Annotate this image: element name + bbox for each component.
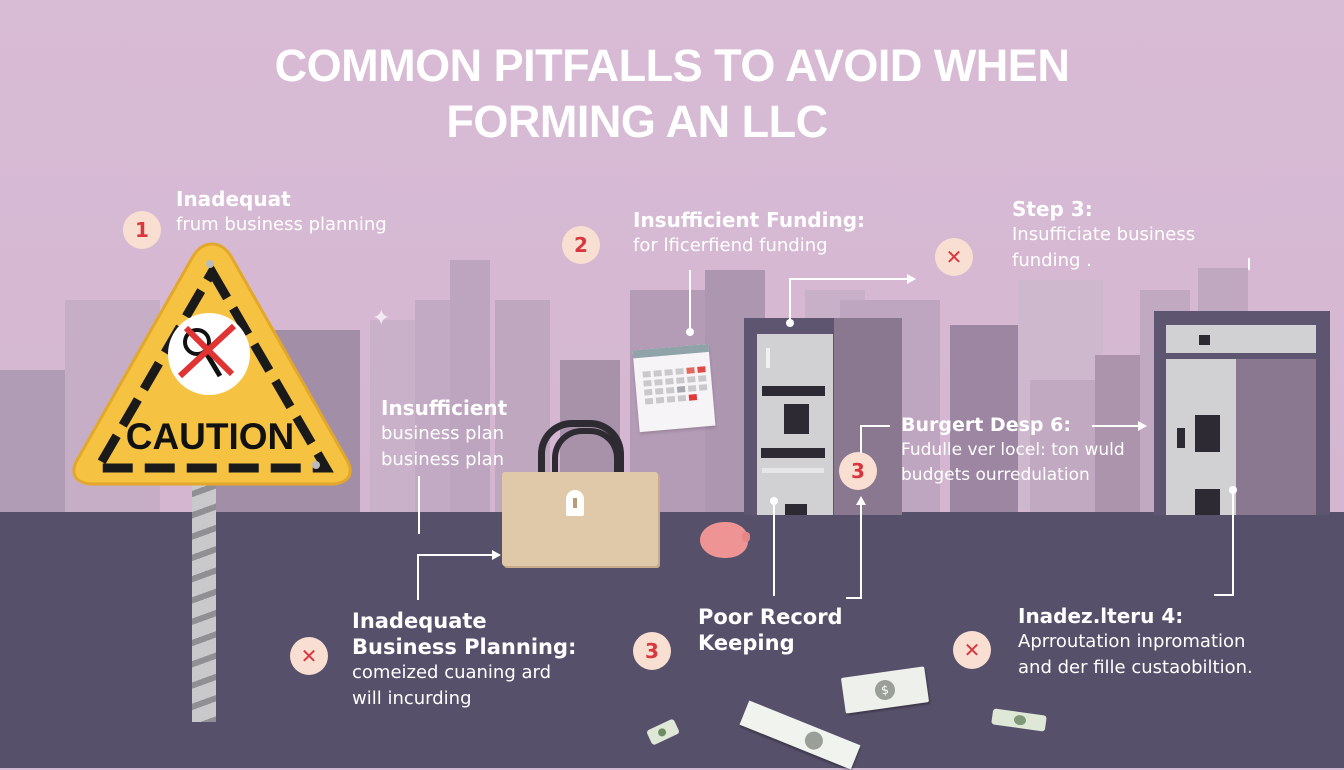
page-title: COMMON PITFALLS TO AVOID WHEN FORMING AN… [0, 38, 1344, 150]
callout-4-heading: Insufficient [381, 396, 508, 420]
connector-line [418, 476, 420, 534]
x-badge-8: ✕ [953, 631, 991, 669]
callout-8-heading: Inadez.lteru 4: [1018, 604, 1184, 628]
callout-7-heading: Poor Record [698, 605, 843, 629]
calendar-icon [632, 343, 716, 433]
connector-line [1248, 258, 1250, 270]
callout-4-body-1: business plan [381, 423, 505, 444]
step-badge-5: 3 [839, 452, 877, 490]
connector-line [846, 597, 862, 599]
callout-5-heading: Burgert Desp 6: [901, 414, 1071, 436]
callout-6-body-1: comeized cuaning ard [352, 662, 552, 683]
callout-6-heading: Inadequate [352, 609, 487, 633]
warning-triangle-icon [72, 242, 352, 486]
piggy-bank-icon [700, 522, 748, 558]
connector-line [860, 425, 862, 453]
callout-1-heading: Inadequat [176, 187, 291, 211]
connector-line [689, 270, 691, 332]
arrow-right-icon [492, 550, 501, 560]
callout-6-body-2: will incurding [352, 688, 472, 709]
connector-line [1232, 490, 1234, 596]
connector-dot [686, 328, 694, 336]
x-badge-3: ✕ [935, 238, 973, 276]
sparkle-icon: ✦ [372, 306, 391, 331]
office-building-right [1154, 311, 1330, 515]
office-building [744, 318, 834, 515]
callout-3-heading: Step 3: [1012, 197, 1093, 221]
callout-4: Insufficient business plan business plan [381, 395, 507, 473]
callout-5-body-1: Fudulle ver locel: ton wuld [901, 440, 1125, 460]
callout-2: Insufficient Funding: for lficerfiend fu… [633, 207, 865, 259]
arrow-right-icon [1138, 421, 1147, 431]
caution-sign: CAUTION [62, 236, 362, 722]
callout-8-body-2: and der fille custaobiltion. [1018, 657, 1253, 678]
callout-1: Inadequat frum business planning [176, 186, 387, 238]
connector-dot [770, 497, 778, 505]
sign-caution-text: CAUTION [125, 416, 295, 457]
callout-1-body: frum business planning [176, 214, 387, 235]
connector-line [1214, 594, 1234, 596]
callout-8: Inadez.lteru 4: Aprroutation inpromation… [1018, 603, 1253, 681]
connector-line [773, 500, 775, 596]
callout-5-body-2: budgets ourredulation [901, 465, 1090, 485]
connector-line [860, 502, 862, 598]
sign-pole [192, 476, 216, 722]
title-line-2: FORMING AN LLC [446, 96, 828, 147]
callout-6-heading-2: Business Planning: [352, 635, 577, 659]
x-badge-6: ✕ [290, 637, 328, 675]
connector-line [860, 425, 890, 427]
connector-line [1092, 425, 1140, 427]
callout-5: Burgert Desp 6: Fudulle ver locel: ton w… [901, 412, 1125, 488]
connector-dot [786, 319, 794, 327]
connector-line [789, 278, 791, 323]
callout-6: Inadequate Business Planning: comeized c… [352, 608, 576, 712]
callout-2-heading: Insufficient Funding: [633, 208, 866, 232]
title-line-1: COMMON PITFALLS TO AVOID WHEN [274, 40, 1070, 91]
step-badge-2: 2 [562, 226, 600, 264]
connector-line [789, 278, 909, 280]
arrow-up-icon [856, 496, 866, 505]
callout-8-body-1: Aprroutation inpromation [1018, 631, 1246, 652]
callout-3-body-1: Insufficiate business [1012, 224, 1196, 245]
step-badge-1: 1 [123, 211, 161, 249]
arrow-right-icon [907, 274, 916, 284]
briefcase-lock-icon [502, 420, 658, 566]
connector-line [417, 554, 493, 556]
callout-3-body-2: funding . [1012, 250, 1092, 271]
callout-3: Step 3: Insufficiate business funding . [1012, 196, 1195, 274]
callout-2-body: for lficerfiend funding [633, 235, 828, 256]
step-badge-7: 3 [633, 632, 671, 670]
connector-dot [1229, 486, 1237, 494]
connector-line [417, 554, 419, 600]
callout-7: Poor Record Keeping [698, 604, 843, 656]
piggy-snout [742, 532, 750, 542]
callout-4-body-2: business plan [381, 449, 505, 470]
callout-7-heading-2: Keeping [698, 631, 795, 655]
